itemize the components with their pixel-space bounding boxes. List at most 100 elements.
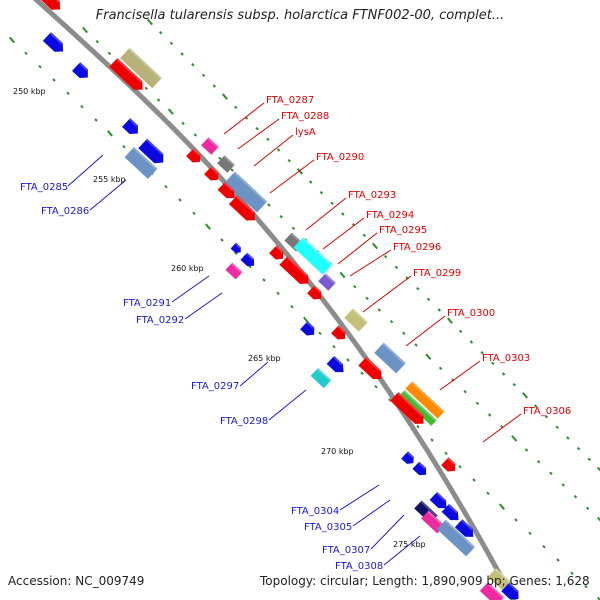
gene-label-fta-0300[interactable]: FTA_0300	[447, 308, 495, 319]
tick-dot	[319, 190, 324, 195]
gene-label-fta-0297[interactable]: FTA_0297	[191, 381, 239, 392]
gene-block	[344, 308, 368, 332]
tick-dot	[576, 446, 581, 451]
gene-block	[279, 256, 309, 284]
tick-dot	[205, 223, 211, 230]
leader-line	[269, 159, 315, 194]
gene-label-fta-0299[interactable]: FTA_0299	[413, 268, 461, 279]
gene-block-shape	[374, 342, 406, 374]
gene-label-fta-0292[interactable]: FTA_0292	[136, 315, 184, 326]
tick-dot	[220, 238, 224, 242]
tick-dot	[332, 344, 336, 349]
gene-block	[225, 262, 243, 280]
gene-block	[120, 47, 162, 89]
tick-dot	[437, 308, 441, 312]
gene-block-highlight	[417, 461, 426, 470]
gene-block-shape	[441, 457, 456, 472]
gene-block	[217, 181, 235, 199]
gene-label-fta-0304[interactable]: FTA_0304	[291, 506, 339, 517]
gene-label-fta-0296[interactable]: FTA_0296	[393, 242, 441, 253]
gene-block	[124, 146, 158, 180]
tick-dot	[584, 584, 588, 589]
tick-dot	[512, 382, 516, 387]
tick-dot	[192, 211, 196, 216]
gene-block-highlight	[223, 155, 235, 167]
gene-label-lysa[interactable]: lysA	[295, 127, 316, 138]
leader-line	[184, 292, 223, 320]
gene-label-fta-0293[interactable]: FTA_0293	[348, 190, 396, 201]
tick-dot	[475, 401, 480, 406]
leader-line	[349, 249, 392, 277]
gene-block-highlight	[78, 62, 88, 71]
gene-block	[269, 245, 284, 260]
tick-dot	[536, 459, 541, 464]
gene-block	[358, 356, 382, 380]
leader-line	[362, 275, 412, 313]
gene-label-fta-0295[interactable]: FTA_0295	[379, 225, 427, 236]
gene-block	[412, 461, 427, 476]
gene-label-fta-0286[interactable]: FTA_0286	[41, 206, 89, 217]
gene-block	[326, 355, 344, 373]
gene-label-fta-0307[interactable]: FTA_0307	[322, 545, 370, 556]
tick-dot	[384, 254, 388, 259]
tick-dot	[318, 331, 322, 336]
tick-dot	[24, 51, 28, 56]
tick-dot	[544, 414, 549, 419]
tick-dot	[38, 64, 42, 69]
topology-summary: Topology: circular; Length: 1,890,909 bp…	[260, 574, 590, 588]
gene-block-highlight	[494, 568, 513, 585]
tick-dot	[499, 503, 505, 510]
gene-label-fta-0308[interactable]: FTA_0308	[335, 561, 383, 572]
leader-line	[305, 197, 347, 231]
gene-label-fta-0303[interactable]: FTA_0303	[482, 353, 530, 364]
tick-dot	[339, 271, 346, 279]
tick-dot	[597, 516, 600, 522]
gene-block-shape	[230, 242, 241, 253]
gene-block-highlight	[145, 138, 164, 156]
gene-label-fta-0290[interactable]: FTA_0290	[316, 152, 364, 163]
gene-block-highlight	[233, 171, 268, 203]
tick-dot	[82, 26, 88, 34]
scale-label-275: 275 kbp	[393, 540, 426, 549]
leader-line	[171, 275, 210, 303]
tick-dot	[147, 18, 153, 26]
gene-block-shape	[120, 47, 162, 89]
gene-label-fta-0285[interactable]: FTA_0285	[20, 182, 68, 193]
tick-dot	[266, 137, 270, 142]
gene-label-fta-0288[interactable]: FTA_0288	[281, 111, 329, 122]
tick-dot	[276, 291, 280, 296]
gene-block-shape	[293, 237, 333, 275]
tick-dot	[144, 86, 149, 91]
tick-dot	[234, 105, 238, 110]
gene-block	[454, 519, 474, 537]
map-title: Francisella tularensis subsp. holarctica…	[95, 8, 505, 23]
tick-dot	[528, 531, 532, 536]
gene-label-fta-0294[interactable]: FTA_0294	[366, 210, 414, 221]
gene-block-highlight	[286, 256, 309, 277]
gene-label-fta-0291[interactable]: FTA_0291	[123, 298, 171, 309]
gene-label-fta-0305[interactable]: FTA_0305	[304, 522, 352, 533]
gene-block	[201, 137, 219, 155]
tick-dot	[287, 158, 291, 163]
gene-label-fta-0287[interactable]: FTA_0287	[266, 95, 314, 106]
tick-dot	[164, 184, 168, 189]
tick-dot	[346, 358, 350, 362]
gene-block	[429, 491, 447, 509]
gene-block-highlight	[49, 32, 63, 45]
tick-dot	[178, 198, 182, 202]
gene-block	[441, 457, 456, 472]
tick-dot	[201, 73, 206, 78]
tick-dot	[276, 148, 281, 152]
tick-dot	[444, 451, 448, 456]
tick-dot	[524, 448, 529, 452]
scale-label-265: 265 kbp	[248, 354, 281, 363]
tick-dot	[255, 126, 259, 131]
gene-block	[399, 390, 437, 426]
gene-label-fta-0306[interactable]: FTA_0306	[523, 406, 571, 417]
gene-block	[228, 195, 255, 221]
tick-dot	[230, 168, 234, 172]
gene-label-fta-0298[interactable]: FTA_0298	[220, 416, 268, 427]
tick-dot	[212, 84, 216, 88]
scale-label-270: 270 kbp	[321, 447, 354, 456]
